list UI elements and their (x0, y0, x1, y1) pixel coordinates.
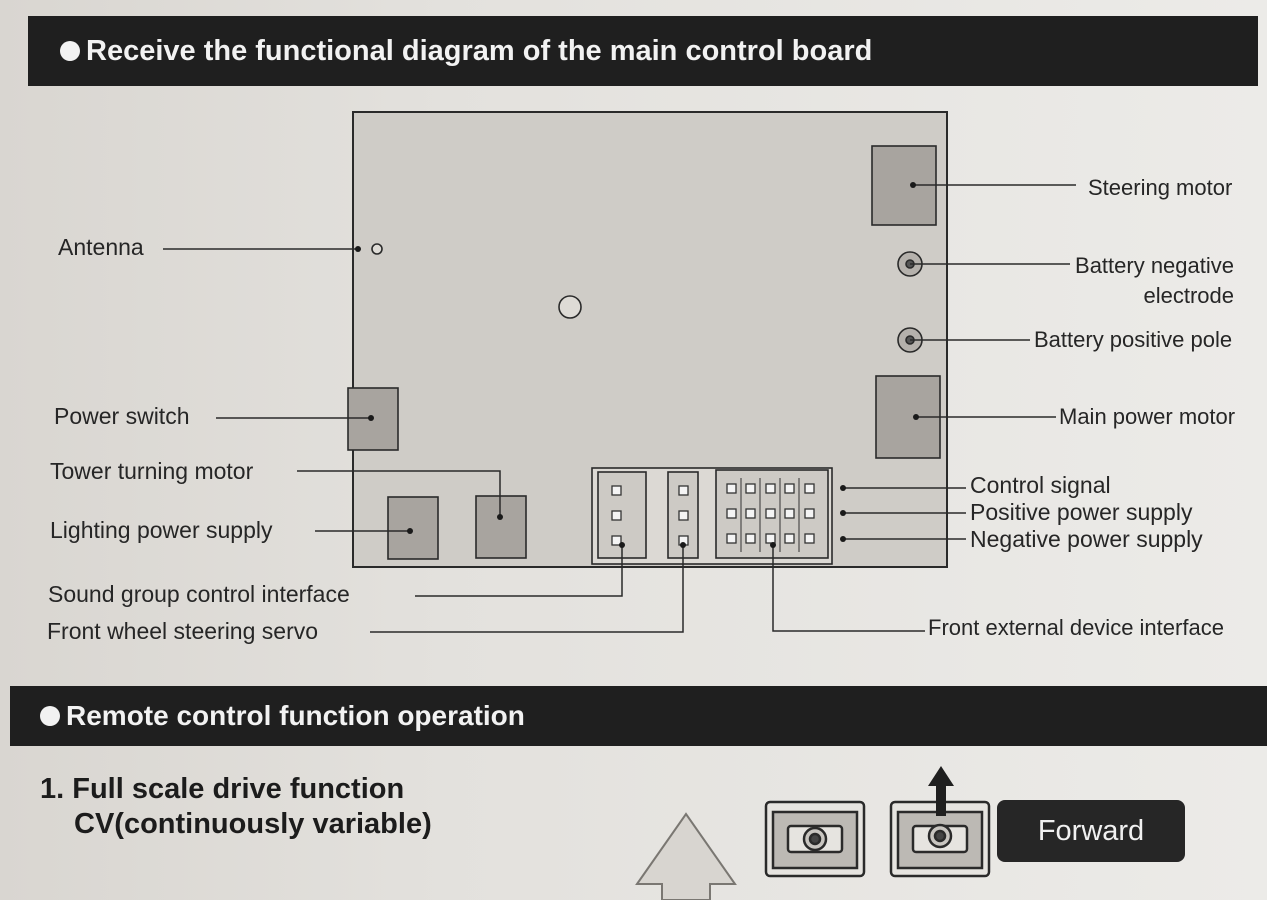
step-1-title: 1. Full scale drive function (40, 773, 405, 805)
label-front-external: Front external device interface (928, 615, 1224, 640)
label-battery-negative-1: Battery negative (1075, 253, 1234, 278)
label-negative-power: Negative power supply (970, 526, 1203, 552)
section-header-functional-diagram: Receive the functional diagram of the ma… (28, 16, 1258, 86)
label-main-power-motor: Main power motor (1059, 404, 1236, 429)
label-antenna: Antenna (58, 234, 144, 260)
forward-label: Forward (1037, 814, 1145, 847)
remote-neutral-icon (764, 800, 866, 878)
mount-hole (558, 295, 582, 319)
label-positive-power: Positive power supply (970, 499, 1193, 525)
section-title: Receive the functional diagram of the ma… (86, 34, 873, 67)
bullet-icon (40, 706, 60, 726)
tower-motor-block (475, 495, 527, 559)
label-sound-group: Sound group control interface (48, 581, 350, 607)
label-control-signal: Control signal (970, 472, 1111, 498)
label-battery-positive: Battery positive pole (1034, 327, 1233, 352)
antenna-point (371, 243, 383, 255)
remote-forward-icon (889, 800, 991, 878)
forward-arrow-icon (928, 766, 954, 816)
leader-lines (163, 184, 1076, 633)
label-front-wheel-servo: Front wheel steering servo (47, 618, 319, 644)
lighting-block (387, 496, 439, 560)
section-title: Remote control function operation (66, 700, 525, 731)
step-1-subtitle: CV(continuously variable) (74, 808, 432, 840)
bullet-icon (60, 41, 80, 61)
label-steering-motor: Steering motor (1088, 175, 1233, 200)
label-lighting-power-supply: Lighting power supply (50, 517, 273, 543)
label-battery-negative-2: electrode (1143, 283, 1234, 308)
up-arrow-icon (635, 812, 737, 900)
section-header-remote-operation: Remote control function operation (10, 686, 1267, 746)
label-tower-turning-motor: Tower turning motor (50, 458, 254, 484)
label-power-switch: Power switch (54, 403, 190, 429)
forward-label-box: Forward (997, 800, 1185, 862)
